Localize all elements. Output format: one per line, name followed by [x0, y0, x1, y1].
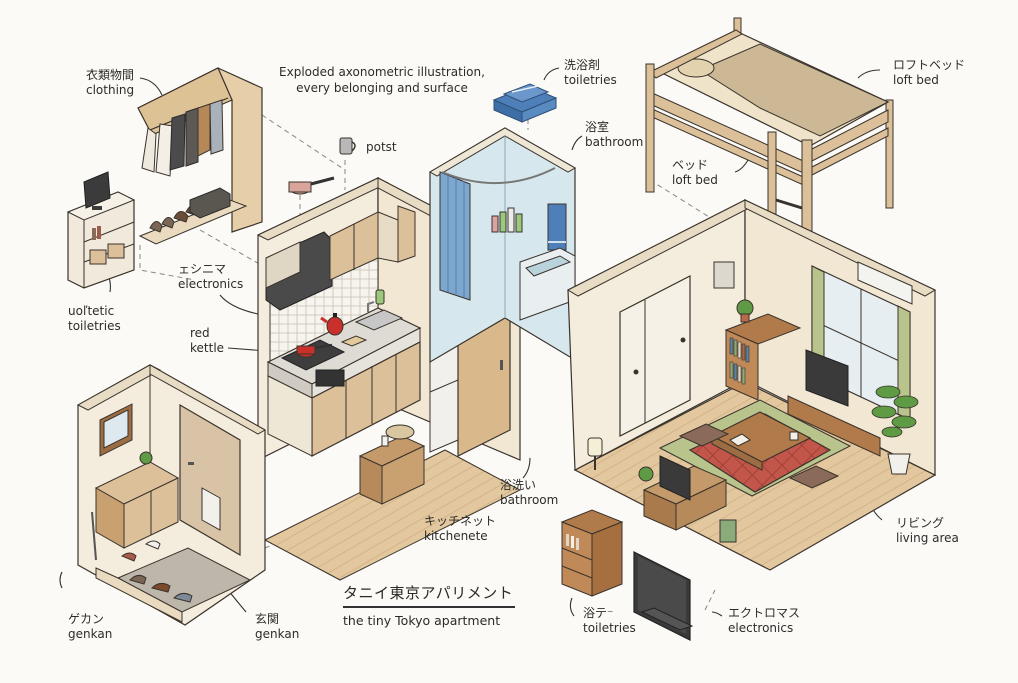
label-en: living area [896, 531, 959, 545]
label-jp: エクトロマス [728, 606, 801, 620]
towel-stack [492, 83, 558, 123]
title-block: タニイ東京アパリメント the tiny Tokyo apartment [343, 583, 515, 629]
genkan-room [76, 364, 267, 626]
label-en: kettle [190, 341, 225, 355]
label-red-kettle: red kettle [190, 326, 224, 356]
heading-line-1: Exploded axonometric illustration, [279, 65, 485, 79]
label-bathroom-top: 浴室 bathroom [585, 120, 643, 150]
label-living-area: リビング living area [896, 516, 959, 546]
label-en: genkan [255, 627, 300, 641]
label-electronics-left: ェシニマ electronics [178, 262, 243, 292]
label-jp: 洗浴剤 [564, 58, 601, 72]
closet-unit [137, 67, 263, 245]
illustration-heading: Exploded axonometric illustration, every… [272, 64, 492, 96]
label-en: toiletries [564, 73, 617, 87]
floating-mug-and-pot [288, 137, 356, 195]
label-jp: 浴テ⁻ [583, 606, 614, 620]
label-toiletries-bottom: 浴テ⁻ toiletries [583, 606, 636, 636]
label-en: electronics [178, 277, 244, 291]
label-jp: ベッド [672, 158, 709, 172]
label-jp: 玄関 [255, 612, 280, 626]
label-toiletries-top: 洗浴剤 toiletries [564, 58, 617, 88]
label-en: bathroom [585, 135, 644, 149]
label-jp: ゲカン [68, 612, 105, 626]
title-japanese: タニイ東京アパリメント [343, 584, 514, 602]
label-genkan-right: 玄関 genkan [255, 612, 299, 642]
label-clothing: 衣類物間 clothing [86, 68, 134, 98]
label-toiletries-left: uoľtetic toiletries [68, 304, 121, 334]
label-bathroom-mid: 浴洗い bathroom [500, 478, 558, 508]
heading-line-2: every belonging and surface [296, 81, 468, 95]
label-en: bathroom [500, 493, 559, 507]
label-jp: キッチネット [424, 514, 497, 528]
label-jp: ェシニマ [178, 262, 227, 276]
label-en: toiletries [68, 319, 121, 333]
label-en: genkan [68, 627, 113, 641]
label-jp: リビング [896, 516, 945, 530]
living-room [566, 199, 937, 571]
loose-bookcase [560, 509, 624, 597]
label-kitchenette: キッチネット kitchenete [424, 514, 496, 544]
label-jp: ロフトベッド [893, 58, 966, 72]
small-shelf-with-tv [66, 171, 136, 289]
label-en: kitchenete [424, 529, 488, 543]
label-jp: uoľtetic [68, 304, 115, 318]
kitchen-room [256, 177, 522, 581]
label-en: loft bed [672, 173, 718, 187]
label-loft-bed-left: ベッド loft bed [672, 158, 718, 188]
label-en: electronics [728, 621, 794, 635]
label-loft-bed-right: ロフトベッド loft bed [893, 58, 965, 88]
label-jp: 浴洗い [500, 478, 537, 492]
label-en: loft bed [893, 73, 939, 87]
label-genkan-left: ゲカン genkan [68, 612, 112, 642]
label-electronics-bottom: エクトロマス electronics [728, 606, 800, 636]
title-english: the tiny Tokyo apartment [343, 612, 501, 628]
label-en: clothing [86, 83, 135, 97]
label-en: toiletries [583, 621, 636, 635]
label-jp: 衣類物間 [86, 68, 135, 82]
loft-bed [645, 17, 894, 311]
label-jp: 浴室 [585, 120, 610, 134]
label-en: potst [366, 140, 397, 154]
label-jp: red [190, 326, 210, 340]
loose-tv [633, 551, 694, 641]
label-potst: potst [366, 140, 397, 155]
bathroom-unit [429, 127, 577, 364]
title-divider [343, 606, 515, 608]
